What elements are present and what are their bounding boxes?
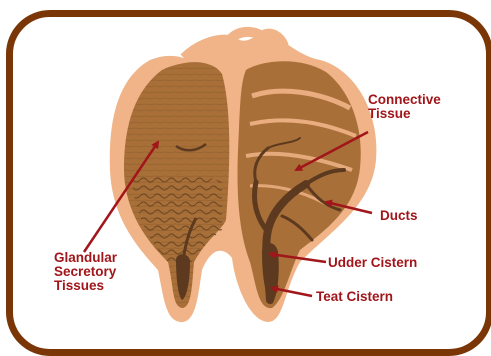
label-ducts: Ducts (380, 208, 418, 223)
label-teat-cistern: Teat Cistern (316, 289, 393, 304)
label-udder-cistern: Udder Cistern (328, 255, 417, 270)
label-connective-tissue: Connective Tissue (368, 92, 445, 121)
label-glandular-secretory-tissues: Glandular Secretory Tissues (54, 250, 121, 293)
